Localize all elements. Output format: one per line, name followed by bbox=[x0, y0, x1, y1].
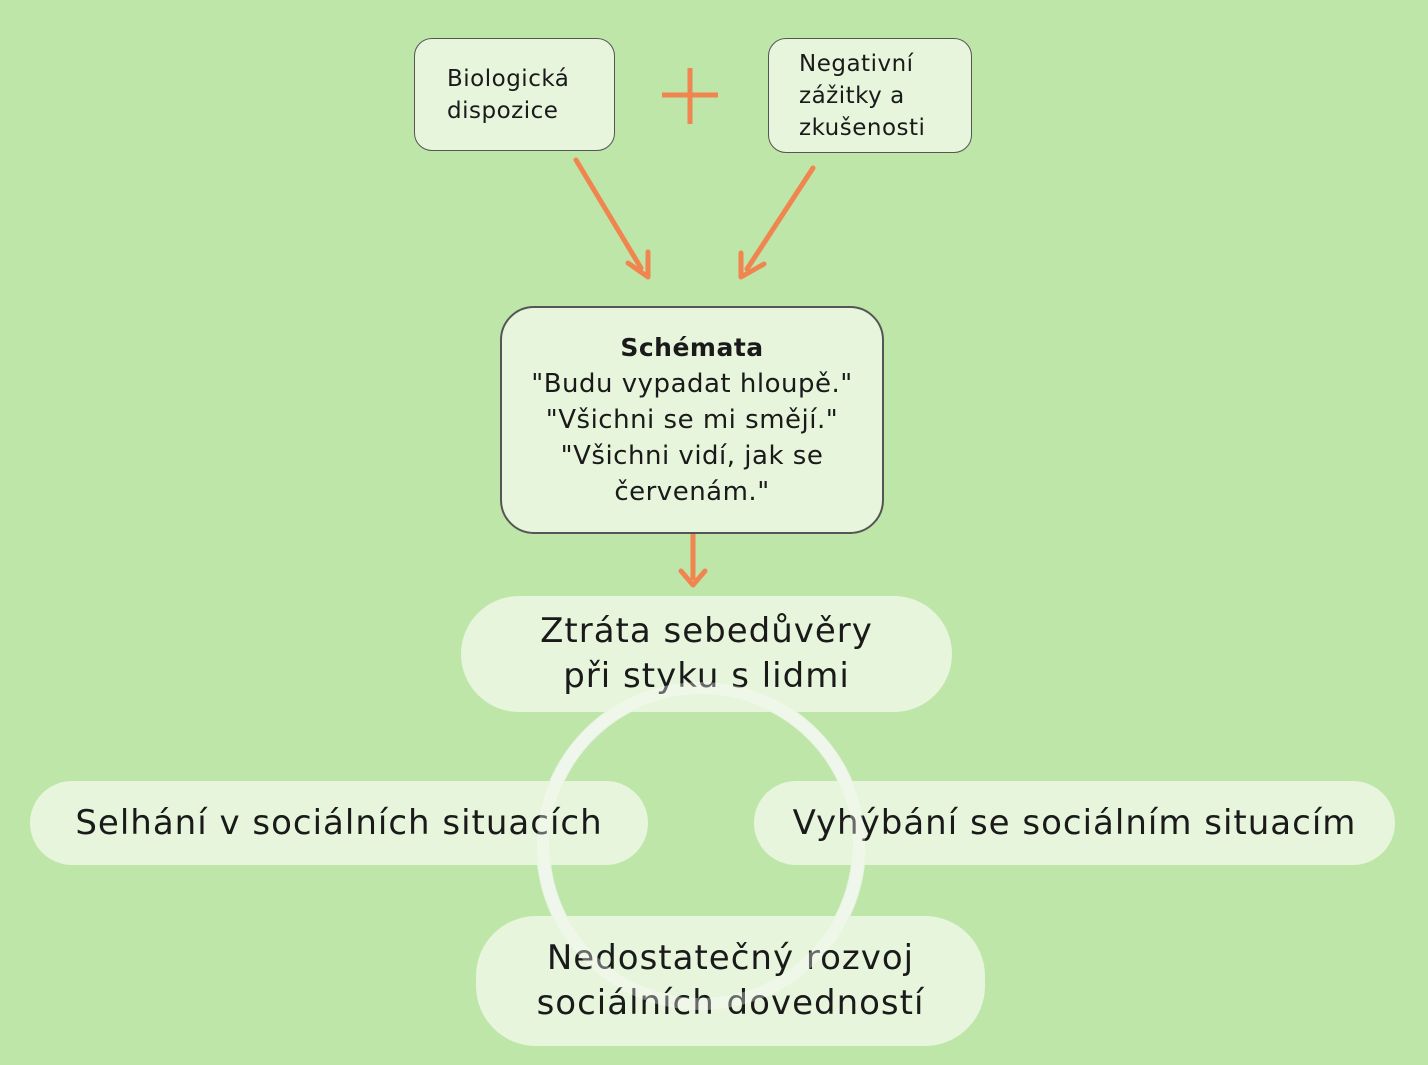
negative-experiences-box: Negativní zážitky a zkušenosti bbox=[768, 38, 972, 153]
arrow-bio-to-schemas-icon bbox=[573, 157, 651, 280]
schemas-box: Schémata "Budu vypadat hloupě." "Všichni… bbox=[500, 306, 884, 534]
schema-quote-2: "Všichni se mi smějí." bbox=[545, 405, 839, 435]
biological-disposition-label: Biologická dispozice bbox=[447, 65, 570, 124]
schemas-title: Schémata bbox=[620, 333, 764, 362]
cycle-step-skills-deficit-label: Nedostatečný rozvoj sociálních dovednost… bbox=[536, 938, 925, 1023]
cycle-step-failure-label: Selhání v sociálních situacích bbox=[75, 802, 603, 843]
schema-quote-3: "Všichni vidí, jak se červenám." bbox=[560, 441, 824, 507]
negative-experiences-label: Negativní zážitky a zkušenosti bbox=[799, 50, 926, 141]
cycle-step-confidence-loss-label: Ztráta sebedůvěry při styku s lidmi bbox=[540, 611, 873, 696]
cycle-step-failure: Selhání v sociálních situacích bbox=[30, 781, 648, 865]
arrow-schemas-to-cycle-icon bbox=[678, 534, 708, 588]
arrow-neg-to-schemas-icon bbox=[738, 165, 816, 280]
schema-quote-1: "Budu vypadat hloupě." bbox=[531, 369, 853, 399]
biological-disposition-box: Biologická dispozice bbox=[414, 38, 615, 151]
cycle-step-avoidance-label: Vyhýbání se sociálním situacím bbox=[792, 802, 1357, 843]
cycle-step-avoidance: Vyhýbání se sociálním situacím bbox=[754, 781, 1395, 865]
cycle-step-confidence-loss: Ztráta sebedůvěry při styku s lidmi bbox=[461, 596, 952, 712]
plus-icon bbox=[662, 68, 718, 124]
cycle-step-skills-deficit: Nedostatečný rozvoj sociálních dovednost… bbox=[476, 916, 985, 1046]
